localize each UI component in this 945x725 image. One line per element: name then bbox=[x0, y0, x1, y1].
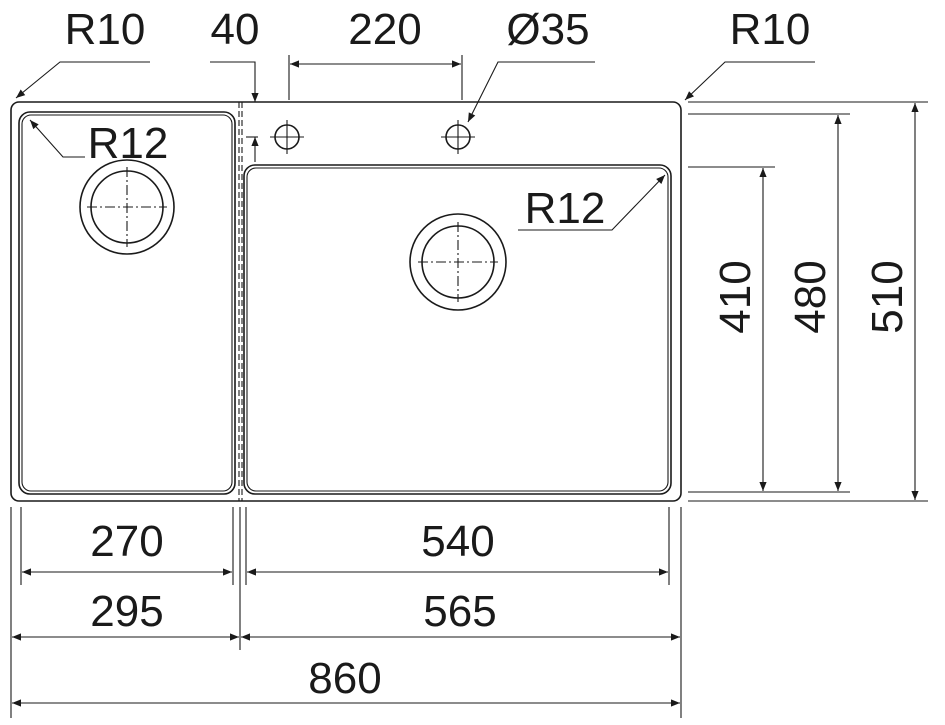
small-bowl-drain bbox=[79, 159, 175, 255]
tap-hole-left bbox=[270, 120, 304, 154]
large-bowl-depth-label: 410 bbox=[711, 260, 760, 333]
large-bowl bbox=[243, 164, 672, 495]
large-section-width-label: 565 bbox=[423, 587, 496, 636]
small-section-width-label: 295 bbox=[90, 587, 163, 636]
radius-large-bowl-leader: R12 bbox=[518, 174, 666, 233]
radius-outer-right-label: R10 bbox=[730, 5, 811, 54]
large-bowl-drain bbox=[409, 213, 507, 311]
divider-line bbox=[238, 102, 243, 501]
tap-offset-dimension: 40 bbox=[210, 5, 259, 162]
tap-hole-right bbox=[441, 120, 475, 154]
small-bowl-depth-dimension: 480 bbox=[786, 115, 842, 491]
total-width-label: 860 bbox=[308, 654, 381, 703]
large-bowl-width-label: 540 bbox=[421, 517, 494, 566]
total-depth-label: 510 bbox=[863, 260, 912, 333]
radius-small-bowl-label: R12 bbox=[88, 119, 169, 168]
large-bowl-depth-dimension: 410 bbox=[711, 168, 767, 491]
bottom-extension-lines bbox=[10, 507, 682, 718]
radius-outer-left-leader: R10 bbox=[15, 5, 150, 99]
small-bowl bbox=[18, 111, 236, 495]
small-bowl-width-dimension: 270 bbox=[22, 517, 232, 576]
radius-outer-left-label: R10 bbox=[65, 5, 146, 54]
tap-offset-label: 40 bbox=[211, 5, 260, 54]
radius-outer-right-leader: R10 bbox=[684, 5, 815, 101]
tap-spacing-dimension: 220 bbox=[288, 5, 463, 100]
tap-hole-diameter-leader: Ø35 bbox=[467, 5, 595, 123]
small-bowl-depth-label: 480 bbox=[786, 260, 835, 333]
small-section-width-dimension: 295 bbox=[12, 587, 239, 641]
tap-spacing-label: 220 bbox=[348, 5, 421, 54]
large-bowl-width-dimension: 540 bbox=[247, 517, 668, 576]
sink-outline bbox=[10, 101, 682, 502]
total-width-dimension: 860 bbox=[12, 654, 680, 707]
radius-large-bowl-label: R12 bbox=[525, 184, 606, 233]
radius-small-bowl-leader: R12 bbox=[29, 119, 169, 168]
tap-hole-diameter-label: Ø35 bbox=[506, 5, 589, 54]
right-extension-lines bbox=[688, 101, 928, 502]
large-section-width-dimension: 565 bbox=[241, 587, 680, 641]
small-bowl-width-label: 270 bbox=[90, 517, 163, 566]
total-depth-dimension: 510 bbox=[863, 103, 919, 500]
